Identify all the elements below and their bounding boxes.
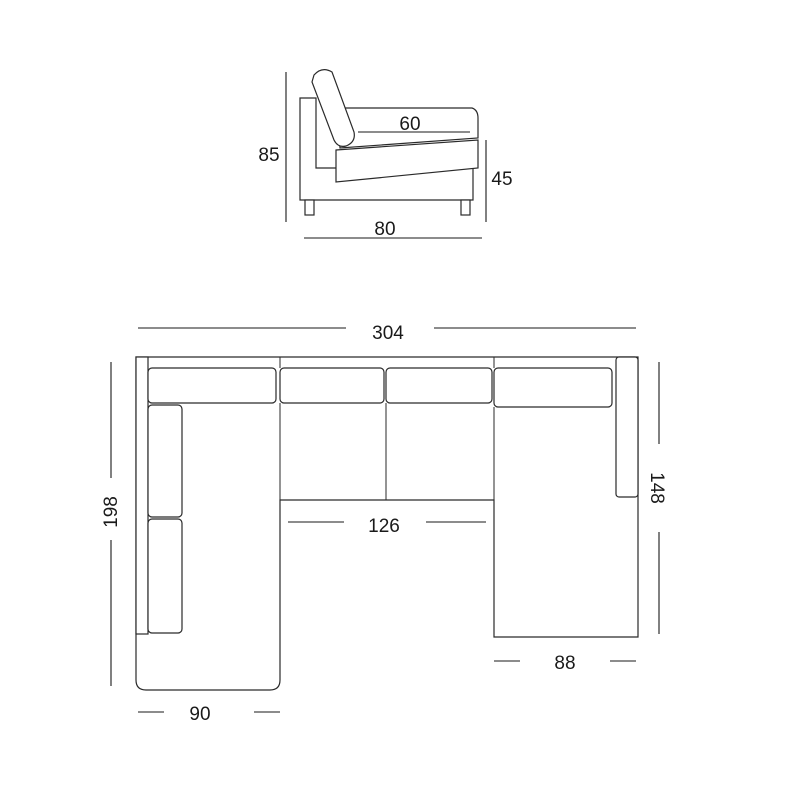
dim-right-depth: 148: [646, 472, 667, 504]
back-cushion-1: [147, 367, 277, 404]
dim-side-seat-height: 45: [491, 169, 512, 190]
dim-total-width: 304: [372, 323, 404, 344]
left-side-cushion-2: [147, 518, 183, 634]
back-cushion-2: [279, 367, 385, 404]
back-cushion-3: [385, 367, 493, 404]
side-leg-front: [304, 199, 315, 216]
side-view: 60 85 45 80: [258, 69, 513, 240]
dim-side-seat-depth: 60: [399, 114, 420, 135]
side-leg-back: [460, 199, 471, 216]
dim-side-height: 85: [258, 145, 279, 166]
back-cushion-4: [493, 367, 613, 408]
side-back-cushion: [311, 69, 355, 147]
dim-right-width: 88: [554, 653, 575, 674]
dim-left-depth: 198: [101, 496, 122, 528]
dim-left-width: 90: [189, 704, 210, 725]
top-outline: [135, 356, 639, 691]
top-view: 304 198 148 126 90 88: [101, 323, 667, 725]
dim-middle-width: 126: [368, 516, 400, 537]
side-seat-cushion: [337, 107, 479, 149]
left-side-cushion-1: [147, 404, 183, 518]
dim-side-depth: 80: [374, 219, 395, 240]
left-arm: [135, 356, 149, 635]
right-arm: [615, 356, 639, 498]
side-seat-base: [335, 139, 479, 183]
